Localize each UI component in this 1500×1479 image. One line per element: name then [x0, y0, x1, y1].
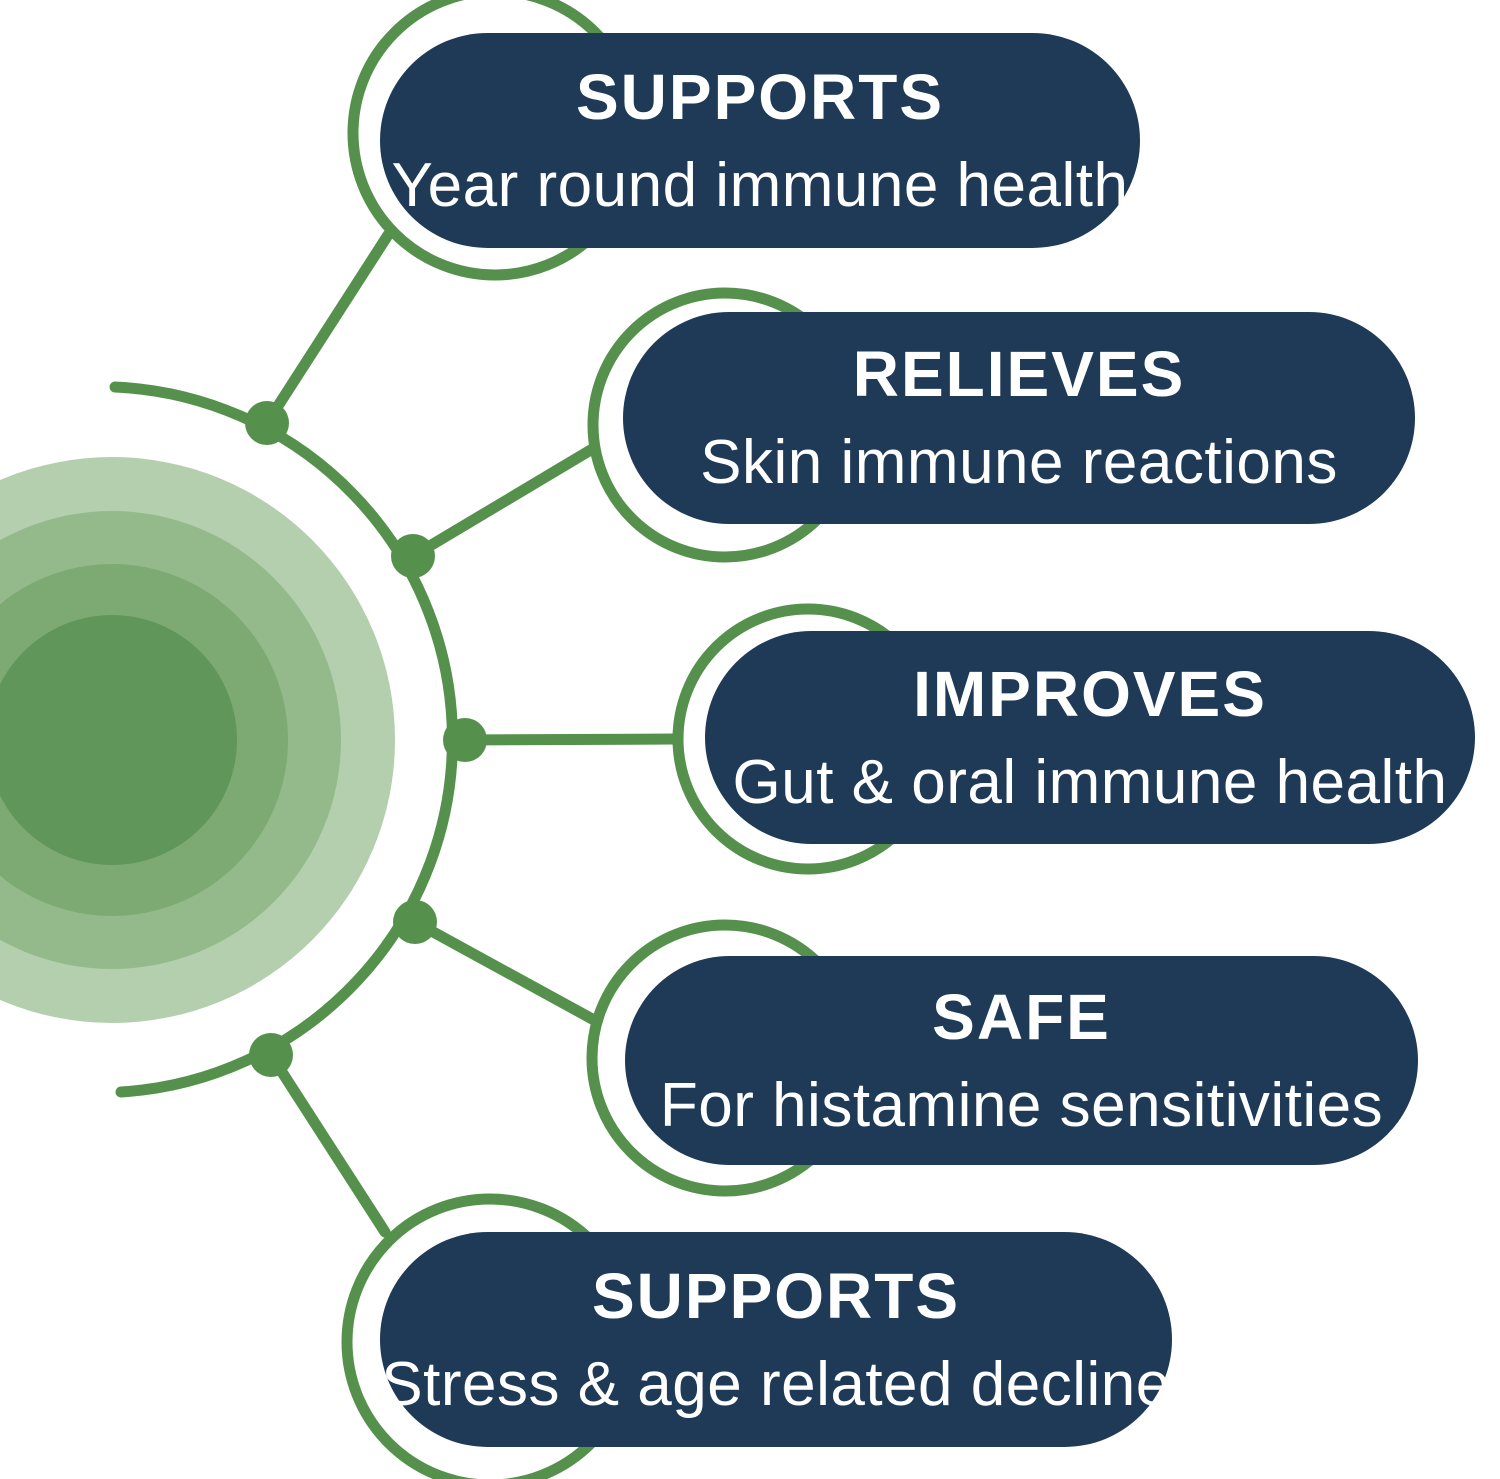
- pill-relieves-skin: RELIEVES Skin immune reactions: [623, 312, 1415, 524]
- hub-circle-inner: [0, 615, 237, 865]
- node-dot-5: [249, 1033, 293, 1077]
- pill-title: SUPPORTS: [591, 1259, 961, 1332]
- pill-supports-year-round: SUPPORTS Year round immune health: [380, 33, 1140, 248]
- node-dot-3: [443, 718, 487, 762]
- connector-line-4: [409, 916, 600, 1026]
- pill-safe-histamine: SAFE For histamine sensitivities: [625, 956, 1418, 1165]
- node-dot-1: [245, 401, 289, 445]
- connector-line-3: [459, 733, 682, 746]
- pill-improves-gut-oral: IMPROVES Gut & oral immune health: [705, 631, 1475, 844]
- connector-line-1: [261, 229, 394, 429]
- connector-line-2: [407, 442, 600, 562]
- pill-title: IMPROVES: [913, 657, 1267, 730]
- pill-supports-stress-age: SUPPORTS Stress & age related decline: [380, 1232, 1172, 1447]
- pill-subtitle: Gut & oral immune health: [732, 747, 1448, 817]
- pill-subtitle: Stress & age related decline: [381, 1349, 1171, 1419]
- pill-subtitle: For histamine sensitivities: [659, 1070, 1384, 1140]
- pill-title: SUPPORTS: [575, 60, 945, 133]
- pill-subtitle: Skin immune reactions: [700, 428, 1338, 497]
- connector-line-5: [265, 1049, 391, 1238]
- node-dot-2: [391, 534, 435, 578]
- pill-subtitle: Year round immune health: [391, 150, 1129, 220]
- node-dot-4: [393, 900, 437, 944]
- pill-title: SAFE: [932, 980, 1111, 1053]
- pill-title: RELIEVES: [852, 338, 1186, 410]
